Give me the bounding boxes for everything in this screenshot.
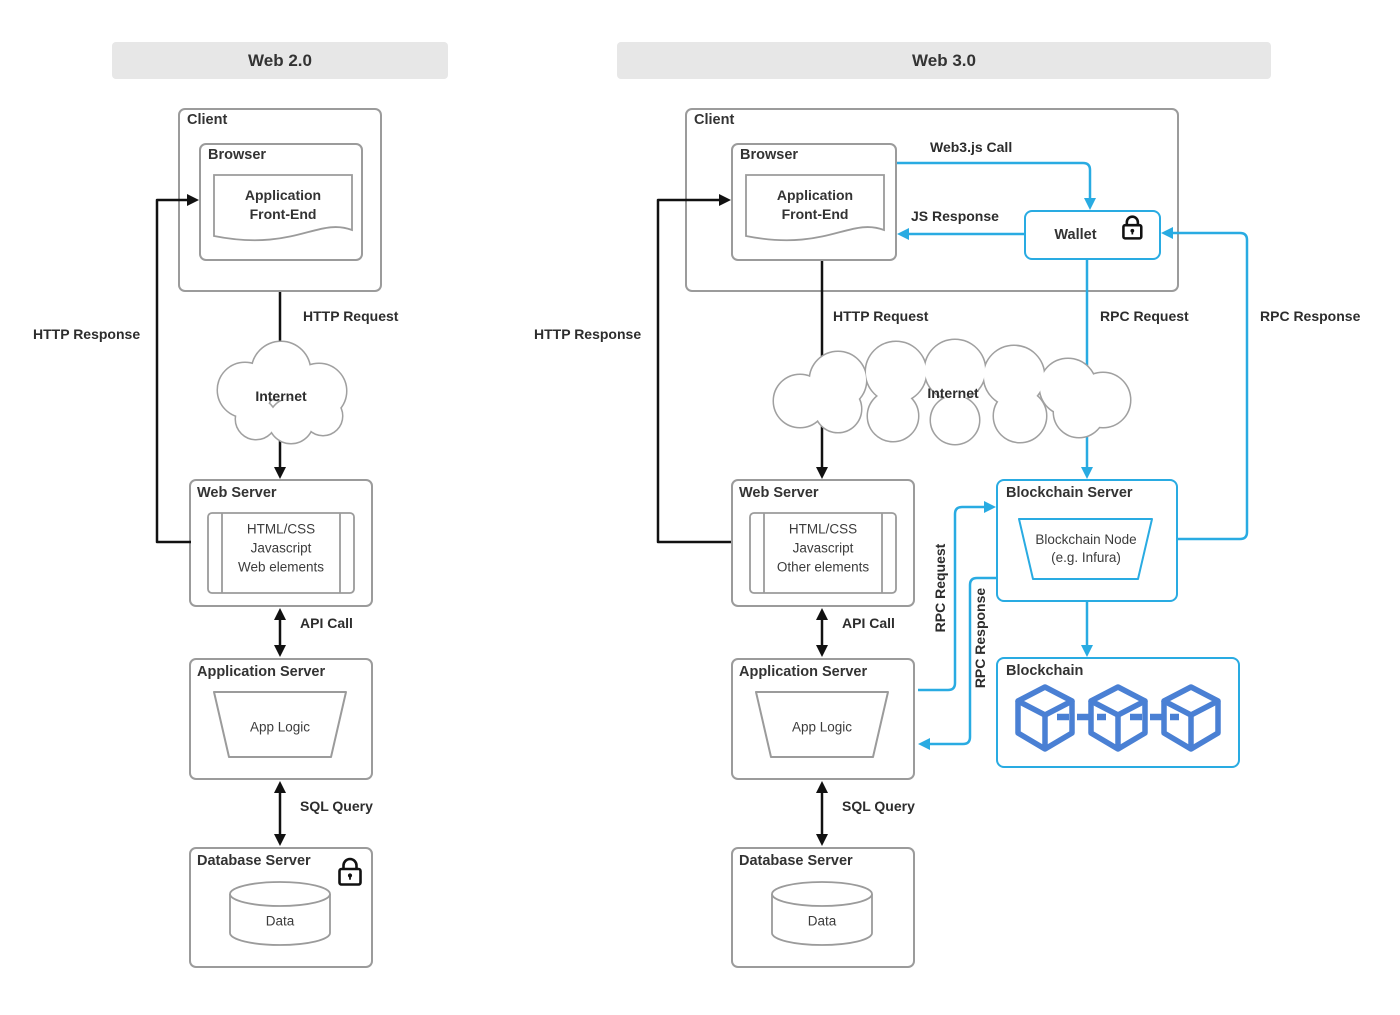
sql-query-arrow-web2 [274,781,286,846]
sql-query-arrow-web3 [816,781,828,846]
blockchain-node-line1: Blockchain Node [1035,532,1137,547]
app-server-label-web2: Application Server [197,664,326,680]
api-call-label-web3: API Call [842,615,895,631]
web-server-line1-web2: HTML/CSS [246,521,316,537]
db-server-label-web2: Database Server [197,853,311,869]
web-server-contents-web3: HTML/CSS Javascript Other elements [777,520,869,577]
http-response-label-web3: HTTP Response [534,326,642,342]
http-response-label-web2: HTTP Response [33,326,141,342]
blockchain-node-line2: (e.g. Infura) [1051,550,1121,565]
http-request-label-web3: HTTP Request [833,308,929,324]
web-server-line3-web3: Other elements [776,559,870,575]
http-request-arrow-web3 [816,261,828,479]
app-server-label-web3: Application Server [739,664,868,680]
app-logic-label-web2: App Logic [249,719,311,735]
browser-label-web2: Browser [208,147,267,163]
api-call-arrow-web2 [274,608,286,657]
web3js-call-label: Web3.js Call [930,139,1013,155]
data-label-web3: Data [807,913,837,929]
blockchain-node-label: Blockchain Node (e.g. Infura) [1035,531,1136,567]
sql-query-label-web2: SQL Query [300,798,373,814]
blockchain-server-to-blockchain-arrow [1081,602,1093,657]
blockchain-server-label: Blockchain Server [1006,485,1133,501]
web-server-line3-web2: Web elements [237,559,325,575]
api-call-label-web2: API Call [300,615,353,631]
internet-label-web2: Internet [255,388,307,404]
sql-query-label-web3: SQL Query [842,798,915,814]
web3-header: Web 3.0 [617,42,1271,79]
internet-label-web3: Internet [927,385,979,401]
app-logic-label-web3: App Logic [791,719,853,735]
client-label-web3: Client [694,112,735,128]
blockchain-label: Blockchain [1006,663,1084,679]
web-server-line2-web3: Javascript [792,540,854,556]
rpc-response-label-top: RPC Response [1260,308,1361,324]
client-label-web2: Client [187,112,228,128]
app-front-end-label-web2: Application Front-End [244,187,322,222]
rpc-response-label-side: RPC Response [972,587,988,689]
rpc-request-label-side: RPC Request [932,543,948,633]
wallet-box: Wallet [1024,210,1161,260]
wallet-label: Wallet [1054,227,1097,243]
web-server-line1-web3: HTML/CSS [788,521,858,537]
api-call-arrow-web3 [816,608,828,657]
js-response-label: JS Response [911,208,999,224]
rpc-request-arrow-wallet [1081,260,1093,479]
data-label-web2: Data [265,913,295,929]
app-front-end-label-web3: Application Front-End [776,187,854,222]
rpc-request-label-top: RPC Request [1100,308,1189,324]
web-server-line2-web2: Javascript [250,540,312,556]
web-server-label-web3: Web Server [739,485,819,501]
http-request-label-web2: HTTP Request [303,308,399,324]
browser-label-web3: Browser [740,147,799,163]
web-server-label-web2: Web Server [197,485,277,501]
web-server-contents-web2: HTML/CSS Javascript Web elements [238,520,324,577]
web2-header: Web 2.0 [112,42,448,79]
db-server-label-web3: Database Server [739,853,853,869]
http-request-arrow-web2 [274,292,286,479]
